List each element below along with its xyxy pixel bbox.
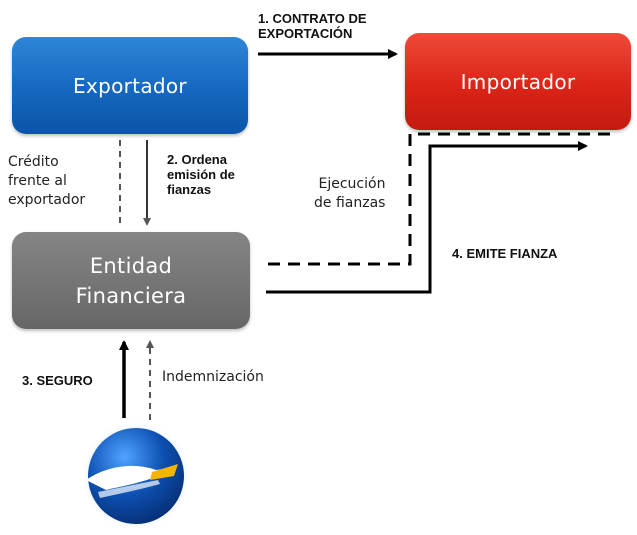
insurer-globe-logo-icon	[76, 418, 196, 532]
importador-node: Importador	[405, 33, 631, 130]
exportador-label: Exportador	[73, 73, 187, 98]
ejecucion-dashed-path	[268, 132, 610, 266]
ejecucion-label: Ejecución de fianzas	[314, 176, 386, 211]
contrato-label: 1. CONTRATO DE EXPORTACIÓN	[258, 11, 367, 41]
exportador-node: Exportador	[12, 37, 248, 134]
importador-label: Importador	[460, 69, 576, 94]
emite-fianza-path	[266, 141, 588, 294]
indemnizacion-label: Indemnización	[162, 369, 264, 385]
ordena-label: 2. Ordena emisión de fianzas	[167, 152, 235, 197]
entidad-financiera-node: Entidad Financiera	[12, 232, 250, 329]
seguro-label: 3. SEGURO	[22, 373, 93, 388]
entidad-financiera-label: Entidad Financiera	[75, 253, 187, 308]
credito-label: Crédito frente al exportador	[8, 154, 86, 208]
emite-fianza-label: 4. EMITE FIANZA	[452, 246, 558, 261]
